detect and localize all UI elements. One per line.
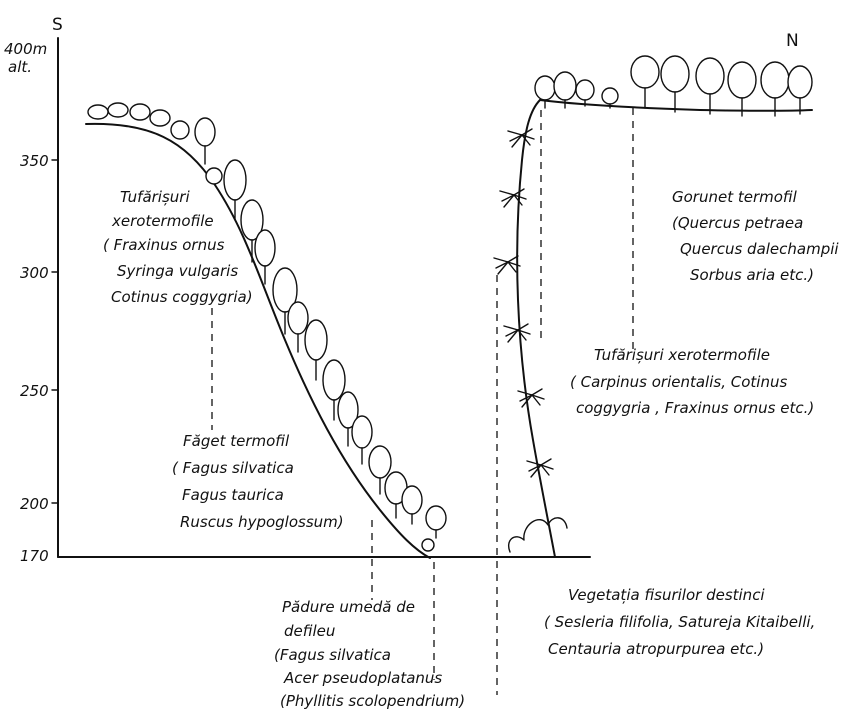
south-marker: S <box>52 15 63 35</box>
tree-crown <box>788 66 812 98</box>
tree-crown <box>761 62 789 98</box>
y-unit-top: 400m <box>4 40 47 58</box>
svg-text:(Quercus petraea: (Quercus petraea <box>672 214 803 232</box>
tree-crown <box>602 88 618 104</box>
svg-text:( Carpinus orientalis, Cotinus: ( Carpinus orientalis, Cotinus <box>570 373 787 391</box>
label-cliff-vegetation: Vegetația fisurilor destinci ( Sesleria … <box>544 586 815 658</box>
north-plateau-terrain <box>540 100 812 111</box>
tick-label-350: 350 <box>20 152 49 170</box>
svg-text:Tufărișuri: Tufărișuri <box>120 188 190 206</box>
south-slope-vegetation <box>88 103 446 551</box>
tree-crown <box>108 103 128 117</box>
tree-crown <box>323 360 345 400</box>
svg-text:Cotinus coggygria): Cotinus coggygria) <box>111 288 253 306</box>
tree-crown <box>150 110 170 126</box>
fissure-plant-blade <box>508 131 522 135</box>
svg-text:( Sesleria filifolia, Satureja: ( Sesleria filifolia, Satureja Kitaibell… <box>544 613 815 631</box>
tree-crown <box>224 160 246 200</box>
tree-crown <box>195 118 215 146</box>
tree-crown <box>288 302 308 334</box>
tree-crown <box>422 539 434 551</box>
label-oak-forest: Gorunet termofil (Quercus petraea Quercu… <box>672 188 839 284</box>
leader-lines <box>212 108 633 695</box>
tree-crown <box>426 506 446 530</box>
fissure-plant-blade <box>527 461 541 465</box>
svg-text:Pădure umedă de: Pădure umedă de <box>282 598 415 616</box>
svg-text:Vegetația fisurilor destinci: Vegetația fisurilor destinci <box>568 586 765 604</box>
fissure-plant-blade <box>541 459 551 465</box>
tree-crown <box>88 105 108 119</box>
svg-text:(Phyllitis scolopendrium): (Phyllitis scolopendrium) <box>280 692 465 710</box>
y-unit-bottom: alt. <box>8 58 32 76</box>
cliff-fissure-plants <box>494 129 553 477</box>
tree-crown <box>305 320 327 360</box>
tree-crown <box>631 56 659 88</box>
svg-text:Gorunet termofil: Gorunet termofil <box>672 188 798 206</box>
label-ravine-forest: Pădure umedă de defileu (Fagus silvatica… <box>274 598 465 710</box>
svg-text:( Fraxinus ornus: ( Fraxinus ornus <box>103 236 225 254</box>
svg-text:(Fagus silvatica: (Fagus silvatica <box>274 646 391 664</box>
label-north-shrubland: Tufărișuri xerotermofile ( Carpinus orie… <box>570 346 814 417</box>
tree-crown <box>402 486 422 514</box>
tree-crown <box>696 58 724 94</box>
tree-crown <box>728 62 756 98</box>
svg-text:xerotermofile: xerotermofile <box>111 212 214 230</box>
label-beech-forest: Făget termofil ( Fagus silvatica Fagus t… <box>172 432 344 531</box>
north-cliff-terrain <box>517 100 555 557</box>
fissure-plant-blade <box>504 326 518 330</box>
fissure-plant-blade <box>500 191 514 195</box>
svg-text:defileu: defileu <box>284 622 335 640</box>
svg-text:Tufărișuri xerotermofile: Tufărișuri xerotermofile <box>594 346 770 364</box>
svg-text:Acer pseudoplatanus: Acer pseudoplatanus <box>283 669 442 687</box>
north-marker: N <box>786 31 799 51</box>
tree-crown <box>535 76 555 100</box>
tick-label-170: 170 <box>20 547 49 565</box>
svg-text:( Fagus silvatica: ( Fagus silvatica <box>172 459 294 477</box>
cliff-base-rock <box>509 518 567 552</box>
label-south-shrubland: Tufărișuri xerotermofile ( Fraxinus ornu… <box>103 188 253 306</box>
tree-crown <box>369 446 391 478</box>
svg-text:Centauria atropurpurea etc.): Centauria atropurpurea etc.) <box>548 640 764 658</box>
tick-label-300: 300 <box>20 264 49 282</box>
plateau-oak-forest <box>535 56 812 116</box>
tree-crown <box>171 121 189 139</box>
tree-crown <box>554 72 576 100</box>
svg-text:coggygria , Fraxinus ornus etc: coggygria , Fraxinus ornus etc.) <box>576 399 814 417</box>
svg-text:Fagus taurica: Fagus taurica <box>182 486 284 504</box>
svg-text:Quercus dalechampii: Quercus dalechampii <box>680 240 839 258</box>
tree-crown <box>206 168 222 184</box>
svg-text:Făget termofil: Făget termofil <box>183 432 290 450</box>
tree-crown <box>130 104 150 120</box>
svg-text:Sorbus aria etc.): Sorbus aria etc.) <box>690 266 814 284</box>
tick-label-250: 250 <box>20 382 49 400</box>
fissure-plant-blade <box>532 389 542 395</box>
tree-crown <box>352 416 372 448</box>
tree-crown <box>576 80 594 100</box>
tree-crown <box>661 56 689 92</box>
svg-text:Syringa vulgaris: Syringa vulgaris <box>117 262 238 280</box>
tick-label-200: 200 <box>20 495 49 513</box>
tree-crown <box>255 230 275 266</box>
fissure-plant-blade <box>494 258 508 262</box>
svg-text:Ruscus hypoglossum): Ruscus hypoglossum) <box>180 513 344 531</box>
